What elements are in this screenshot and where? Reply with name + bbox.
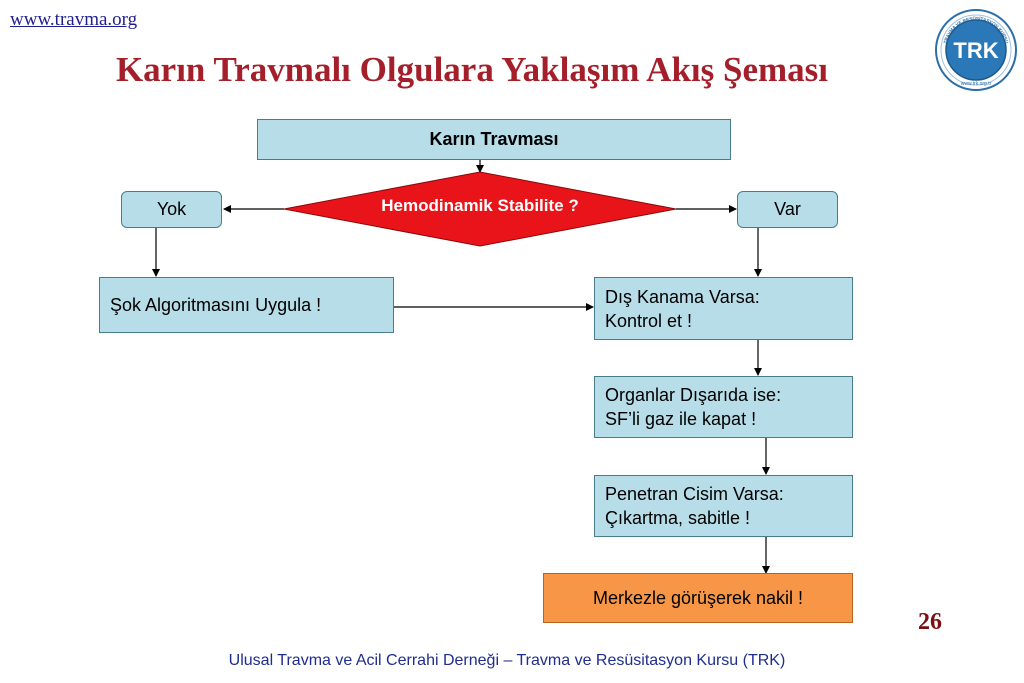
decision-diamond (283, 171, 677, 247)
footer-text: Ulusal Travma ve Acil Cerrahi Derneği – … (228, 652, 786, 669)
node-start: Karın Travması (257, 119, 731, 160)
node-transfer: Merkezle görüşerek nakil ! (543, 573, 853, 623)
node-yes-label: Var (774, 199, 801, 219)
node-organs: Organlar Dışarıda ise: SF’li gaz ile kap… (594, 376, 853, 438)
node-start-label: Karın Travması (429, 129, 559, 149)
page-title: Karın Travmalı Olgulara Yaklaşım Akış Şe… (0, 50, 1024, 90)
node-penetrating-line-2: Çıkartma, sabitle ! (605, 508, 751, 528)
website-link[interactable]: www.travma.org (10, 9, 138, 30)
node-organs-line-1: Organlar Dışarıda ise: (605, 385, 782, 405)
node-yes: Var (737, 191, 838, 228)
node-organs-line-2: SF’li gaz ile kapat ! (605, 409, 757, 429)
node-shock: Şok Algoritmasını Uygula ! (99, 277, 394, 333)
node-no: Yok (121, 191, 222, 228)
page-number: 26 (918, 609, 942, 635)
node-no-label: Yok (156, 199, 187, 219)
logo-text: TRK (953, 38, 998, 63)
node-penetrating: Penetran Cisim Varsa: Çıkartma, sabitle … (594, 475, 853, 537)
node-shock-label: Şok Algoritmasını Uygula ! (110, 294, 322, 315)
node-decision-label: Hemodinamik Stabilite ? (381, 196, 579, 215)
page-title-text: Karın Travmalı Olgulara Yaklaşım Akış Şe… (115, 50, 829, 89)
trk-logo-icon: TRK www.trk.org.tr TRAVMA VE RESÜSİTASYO… (935, 9, 1017, 91)
node-bleeding-line-1: Dış Kanama Varsa: (605, 286, 760, 307)
node-bleeding-line-2: Kontrol et ! (605, 310, 693, 331)
node-bleeding: Dış Kanama Varsa: Kontrol et ! (594, 277, 853, 340)
logo-site: www.trk.org.tr (961, 81, 992, 87)
node-transfer-label: Merkezle görüşerek nakil ! (592, 587, 804, 608)
footer: Ulusal Travma ve Acil Cerrahi Derneği – … (0, 652, 1024, 670)
node-penetrating-line-1: Penetran Cisim Varsa: (605, 484, 784, 504)
